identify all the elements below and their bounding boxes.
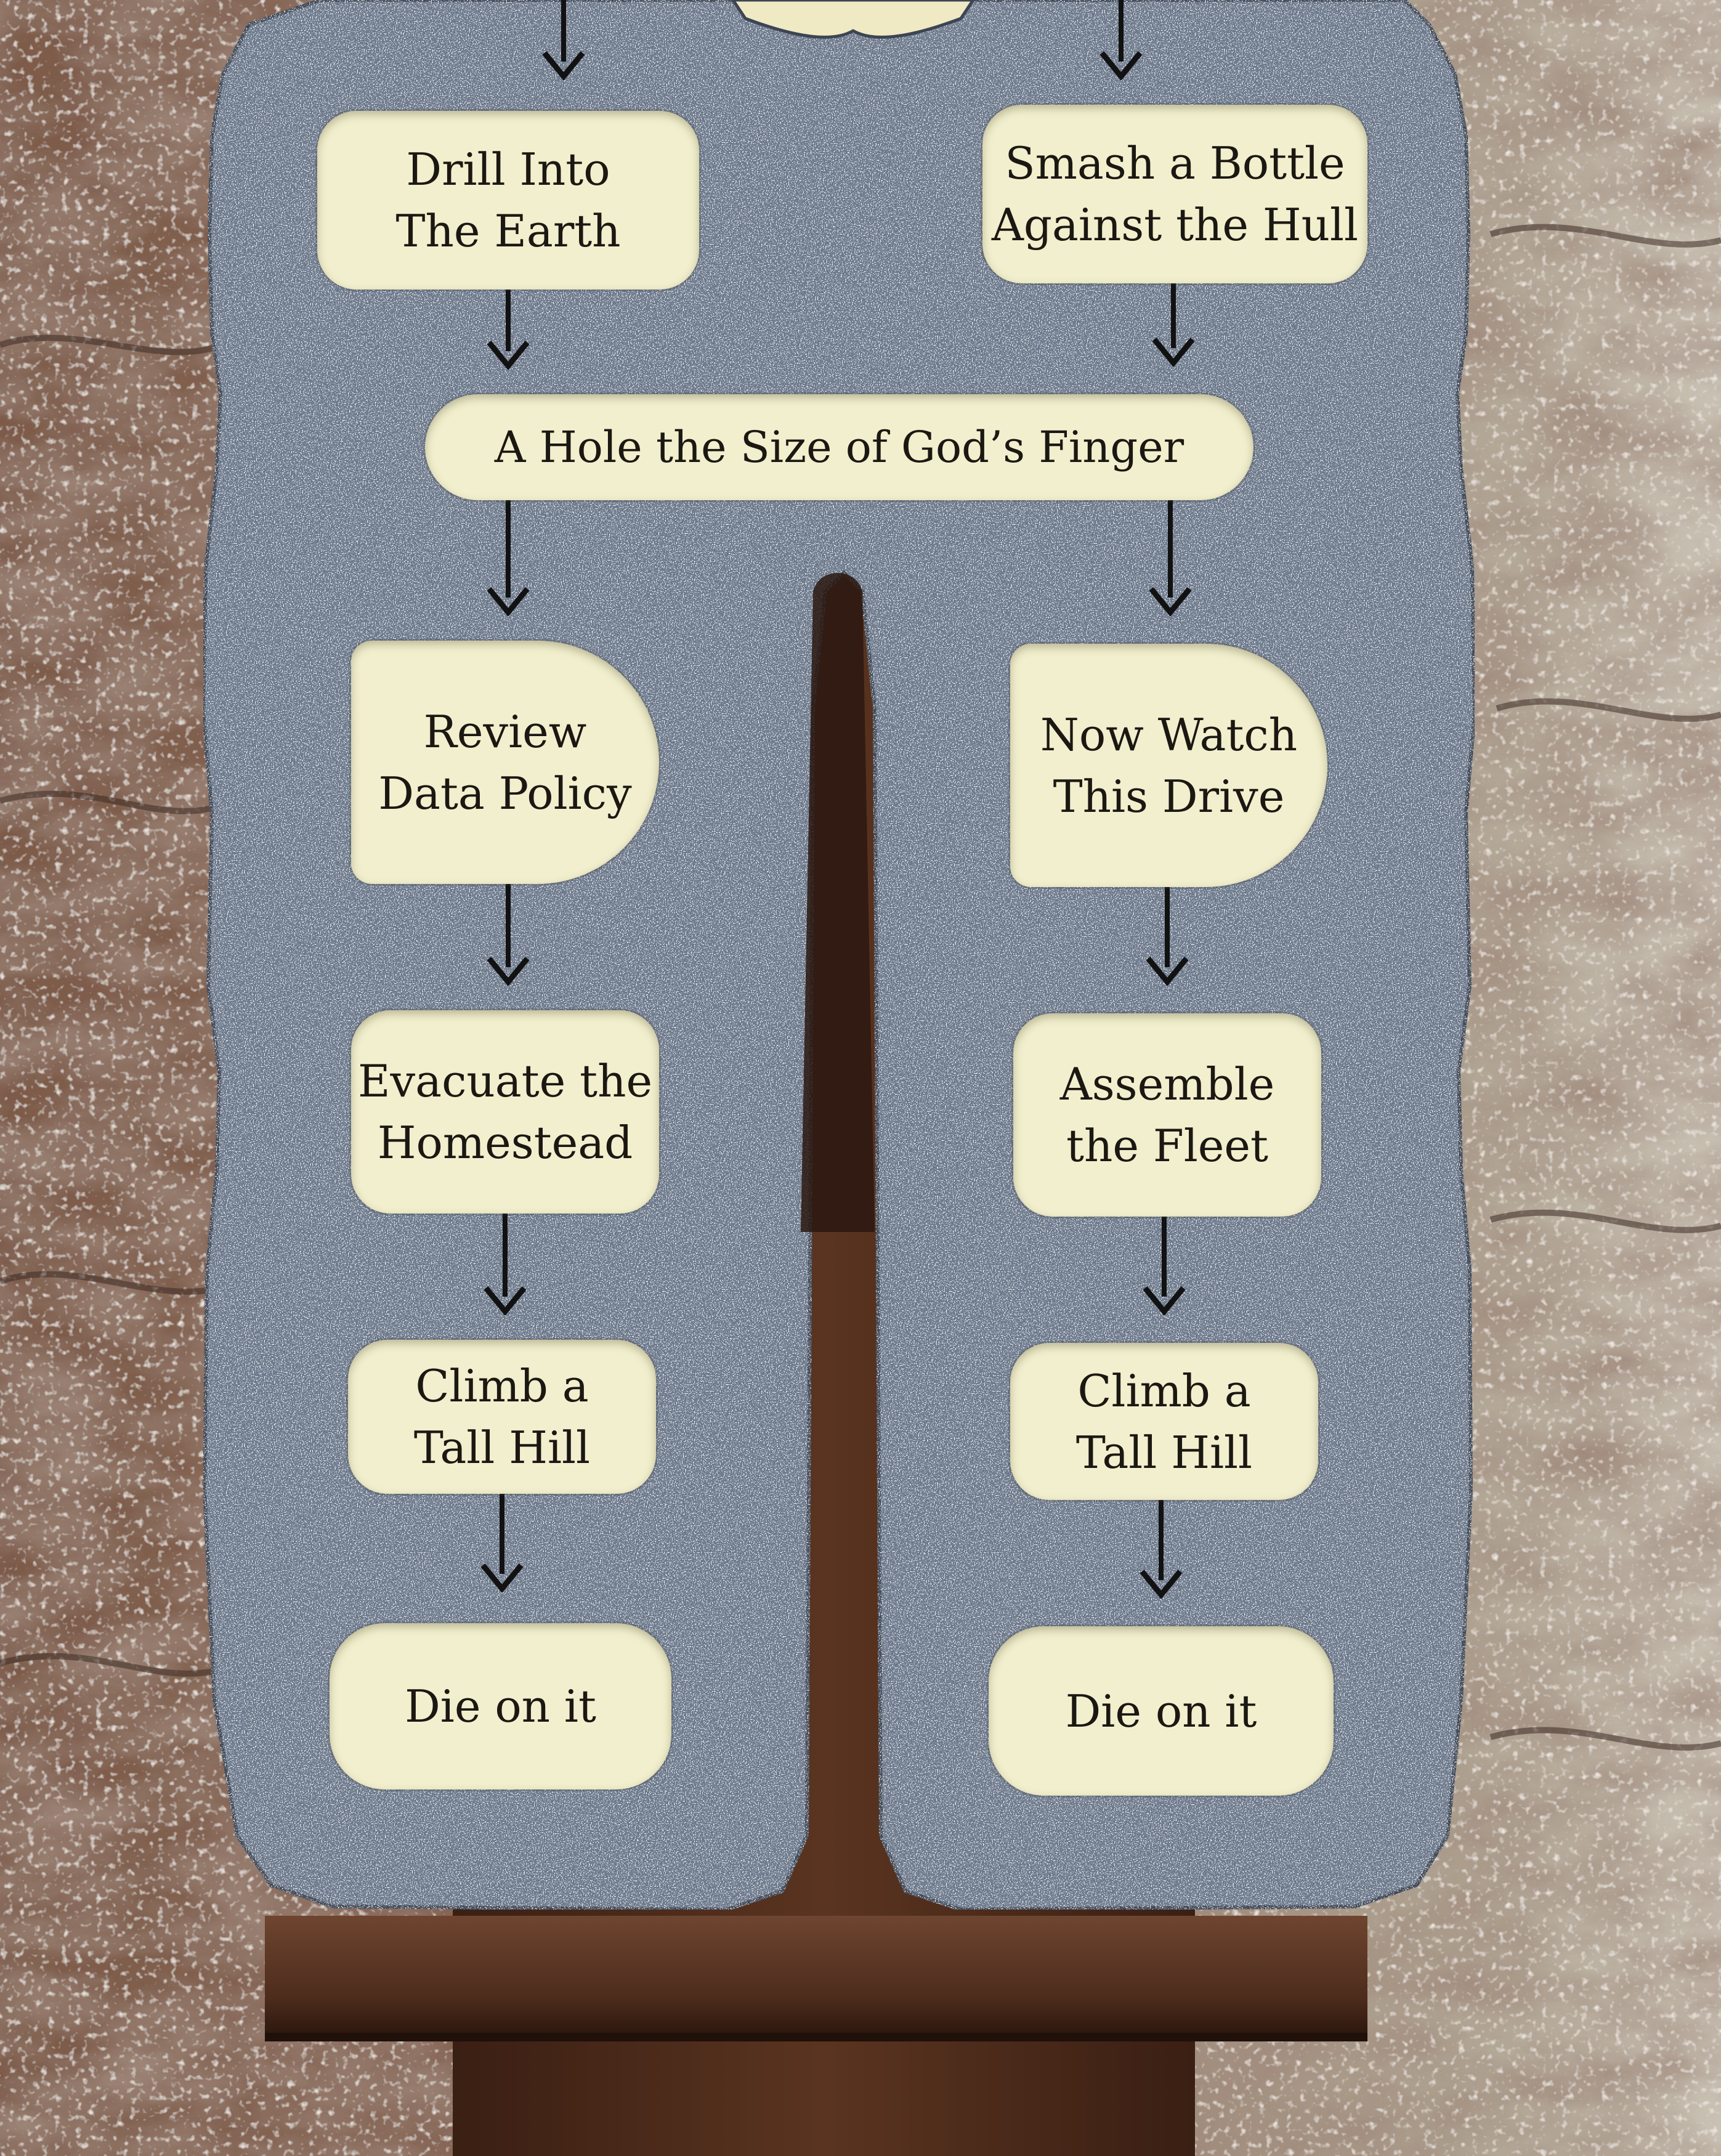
arrow-icon	[1146, 887, 1189, 986]
panel-drill-into-the-earth: Drill Into The Earth	[317, 111, 699, 290]
arrow-icon	[487, 290, 530, 370]
arrow-icon	[480, 1494, 524, 1592]
panel-smash-a-bottle: Smash a Bottle Against the Hull	[982, 105, 1367, 283]
arrow-icon	[542, 0, 585, 80]
panel-climb-a-tall-hill-left: Climb a Tall Hill	[348, 1340, 656, 1494]
arrow-icon	[1140, 1500, 1183, 1599]
arrow-icon	[1143, 1217, 1186, 1315]
arrow-icon	[1099, 0, 1143, 80]
arrow-icon	[1152, 283, 1195, 367]
panel-now-watch-this-drive: Now Watch This Drive	[1010, 644, 1327, 887]
panel-assemble-the-fleet: Assemble the Fleet	[1013, 1013, 1321, 1217]
arrow-icon	[484, 1214, 527, 1315]
panel-die-on-it-left: Die on it	[330, 1623, 671, 1789]
arrow-icon	[1149, 499, 1192, 616]
panel-review-data-policy: Review Data Policy	[351, 641, 659, 884]
panel-hole-gods-finger: A Hole the Size of God’s Finger	[425, 394, 1253, 500]
panel-evacuate-the-homestead: Evacuate the Homestead	[351, 1010, 659, 1214]
panel-climb-a-tall-hill-right: Climb a Tall Hill	[1010, 1343, 1318, 1500]
arrow-icon	[487, 499, 530, 616]
arrow-icon	[487, 884, 530, 986]
panel-die-on-it-right: Die on it	[989, 1626, 1334, 1796]
